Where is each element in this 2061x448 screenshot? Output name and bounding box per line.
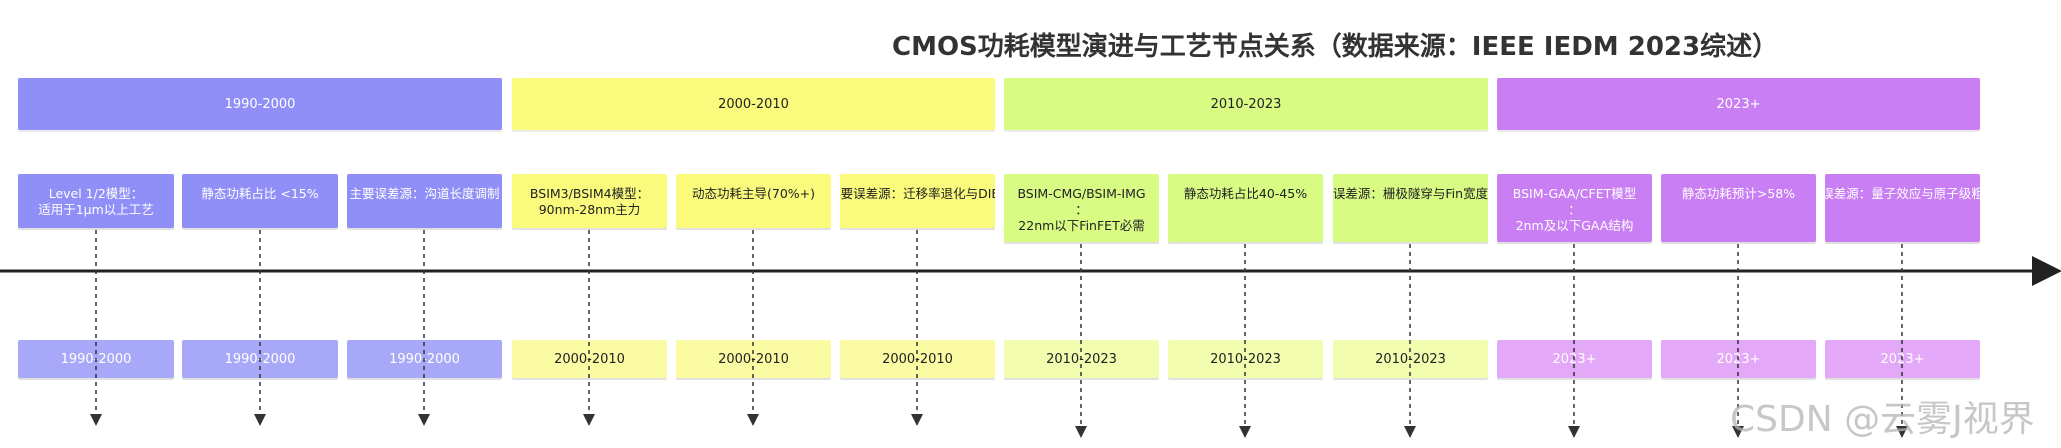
card-bsim-cmg-model: BSIM-CMG/BSIM-IMG ： 22nm以下FinFET必需	[1004, 174, 1159, 242]
card-text-line: BSIM3/BSIM4模型：	[529, 186, 650, 201]
card-error-source-mobility: 主要误差源：迁移率退化与DIBL	[840, 174, 995, 228]
card-text-line: Level 1/2模型：	[48, 186, 144, 201]
card-static-power-gt58: 静态功耗预计>58%	[1661, 174, 1816, 242]
card-static-power-40-45: 静态功耗占比40-45%	[1168, 174, 1323, 242]
card-text-line: 2nm及以下GAA结构	[1515, 218, 1634, 233]
diagram-title: CMOS功耗模型演进与工艺节点关系（数据来源：IEEE IEDM 2023综述）	[892, 32, 1779, 62]
card-text-line: 22nm以下FinFET必需	[1018, 218, 1145, 233]
card-level12-model: Level 1/2模型： 适用于1μm以上工艺	[18, 174, 174, 228]
card-bsim34-model: BSIM3/BSIM4模型： 90nm-28nm主力	[512, 174, 667, 228]
card-text-line: 静态功耗预计>58%	[1681, 186, 1796, 201]
card-text-line: 适用于1μm以上工艺	[38, 202, 154, 217]
card-dynamic-power-dominant: 动态功耗主导(70%+)	[676, 174, 831, 228]
card-error-source-quantum: 主要误差源：量子效应与原子级粗糙度	[1825, 174, 1980, 242]
card-text-line: 主要误差源：栅极隧穿与Fin宽度变异	[1333, 186, 1488, 201]
card-text-line: 静态功耗占比40-45%	[1183, 186, 1308, 201]
card-text-line: 动态功耗主导(70%+)	[691, 186, 815, 201]
card-error-source-clm: 主要误差源：沟道长度调制	[347, 174, 502, 228]
card-error-source-gate-tunneling: 主要误差源：栅极隧穿与Fin宽度变异	[1333, 174, 1488, 242]
card-text-line: 90nm-28nm主力	[538, 202, 641, 217]
watermark: CSDN @云雾J视界	[1730, 399, 2035, 440]
card-text-line: BSIM-GAA/CFET模型	[1512, 186, 1637, 201]
section-header-2000-2010: 2000-2010	[512, 78, 995, 130]
card-text-line: BSIM-CMG/BSIM-IMG	[1017, 186, 1146, 201]
dashed-connectors	[90, 230, 1908, 438]
section-header-2010-2023: 2010-2023	[1004, 78, 1488, 130]
card-text-line: 主要误差源：沟道长度调制	[349, 186, 500, 201]
year-label: 2023+	[1497, 340, 1652, 378]
section-header-1990-2000: 1990-2000	[18, 78, 502, 130]
card-bsim-gaa-model: BSIM-GAA/CFET模型 ： 2nm及以下GAA结构	[1497, 174, 1652, 242]
card-text-line: 主要误差源：量子效应与原子级粗糙度	[1825, 186, 1980, 201]
section-header-2023-plus: 2023+	[1497, 78, 1980, 130]
card-static-power-lt15: 静态功耗占比 <15%	[182, 174, 338, 228]
card-text-line: ：	[1075, 202, 1088, 217]
card-text-line: 静态功耗占比 <15%	[201, 186, 319, 201]
card-text-line: 主要误差源：迁移率退化与DIBL	[840, 186, 995, 201]
card-text-line: ：	[1568, 202, 1581, 217]
